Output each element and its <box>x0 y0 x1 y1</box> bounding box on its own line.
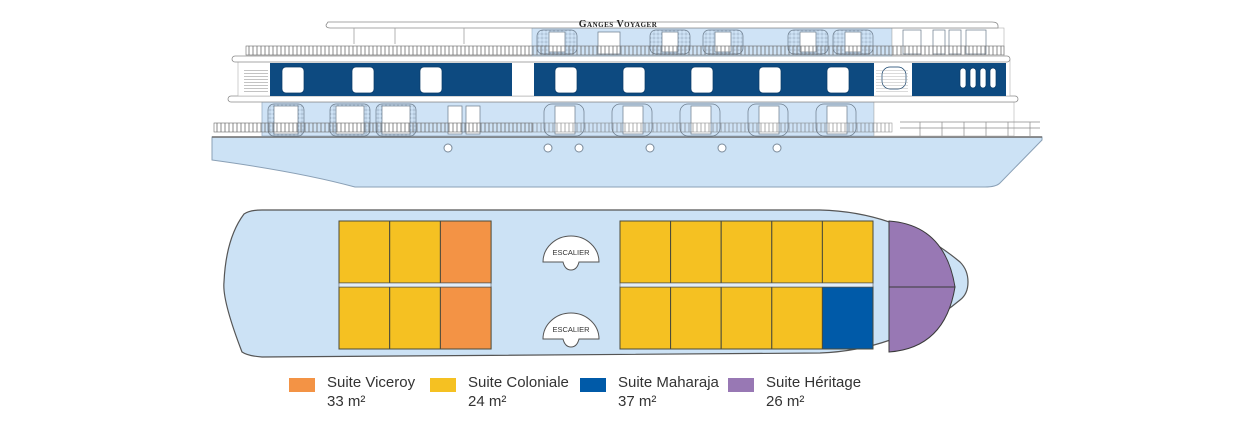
corridor <box>619 282 874 288</box>
legend-size: 37 m² <box>618 393 657 410</box>
legend-name: Suite Coloniale <box>468 374 569 391</box>
legend-name: Suite Maharaja <box>618 374 719 391</box>
legend-size: 26 m² <box>766 393 805 410</box>
cabin-maharaja <box>821 286 874 350</box>
porthole <box>443 143 453 153</box>
stair-label: ESCALIER <box>552 248 590 257</box>
upper-deck: Ganges Voyager <box>245 19 1005 57</box>
ship-side-elevation: Ganges Voyager <box>211 19 1043 188</box>
swatch-maharaja <box>580 378 606 392</box>
cabin-coloniale <box>720 220 773 284</box>
bow-railing <box>900 121 1040 136</box>
cabin-viceroy <box>439 220 492 284</box>
main-deck <box>213 95 1040 137</box>
railing <box>213 122 533 133</box>
cabin-coloniale <box>771 286 823 350</box>
porthole <box>772 143 782 153</box>
cabin-viceroy <box>439 286 492 350</box>
suite-legend: Suite Viceroy 33 m² Suite Coloniale 24 m… <box>0 373 1260 423</box>
middle-windows <box>281 66 997 94</box>
legend-size: 33 m² <box>327 393 366 410</box>
mid-cabin-block <box>619 220 874 350</box>
porthole <box>574 143 584 153</box>
cabin-coloniale <box>720 286 773 350</box>
middle-deck <box>231 55 1011 97</box>
cabin-coloniale <box>670 220 722 284</box>
porthole <box>645 143 655 153</box>
swatch-heritage <box>728 378 754 392</box>
bow-cabin-block <box>888 220 956 353</box>
stair-label: ESCALIER <box>552 325 590 334</box>
hull-side <box>211 136 1043 188</box>
corridor <box>338 282 492 288</box>
ship-deck-plan: ESCALIER ESCALIER <box>223 209 969 358</box>
porthole <box>543 143 553 153</box>
swatch-coloniale <box>430 378 456 392</box>
cabin-coloniale <box>338 220 391 284</box>
ship-name-label: Ganges Voyager <box>579 19 658 30</box>
stair-top: ESCALIER <box>542 235 600 271</box>
legend-name: Suite Viceroy <box>327 374 416 391</box>
cabin-coloniale <box>619 286 672 350</box>
cabin-coloniale <box>670 286 722 350</box>
portholes <box>443 143 782 153</box>
legend-name: Suite Héritage <box>766 374 862 391</box>
cabin-coloniale <box>389 286 441 350</box>
cabin-heritage <box>888 286 956 353</box>
cabin-coloniale <box>389 220 441 284</box>
railing <box>531 122 893 133</box>
cabin-coloniale <box>771 220 823 284</box>
cabin-coloniale <box>619 220 672 284</box>
legend-size: 24 m² <box>468 393 507 410</box>
aft-cabin-block <box>338 220 492 350</box>
swatch-viceroy <box>289 378 315 392</box>
cabin-coloniale <box>821 220 874 284</box>
stair-bottom: ESCALIER <box>542 312 600 348</box>
cabin-coloniale <box>338 286 391 350</box>
porthole <box>717 143 727 153</box>
upper-railing <box>245 45 1005 56</box>
